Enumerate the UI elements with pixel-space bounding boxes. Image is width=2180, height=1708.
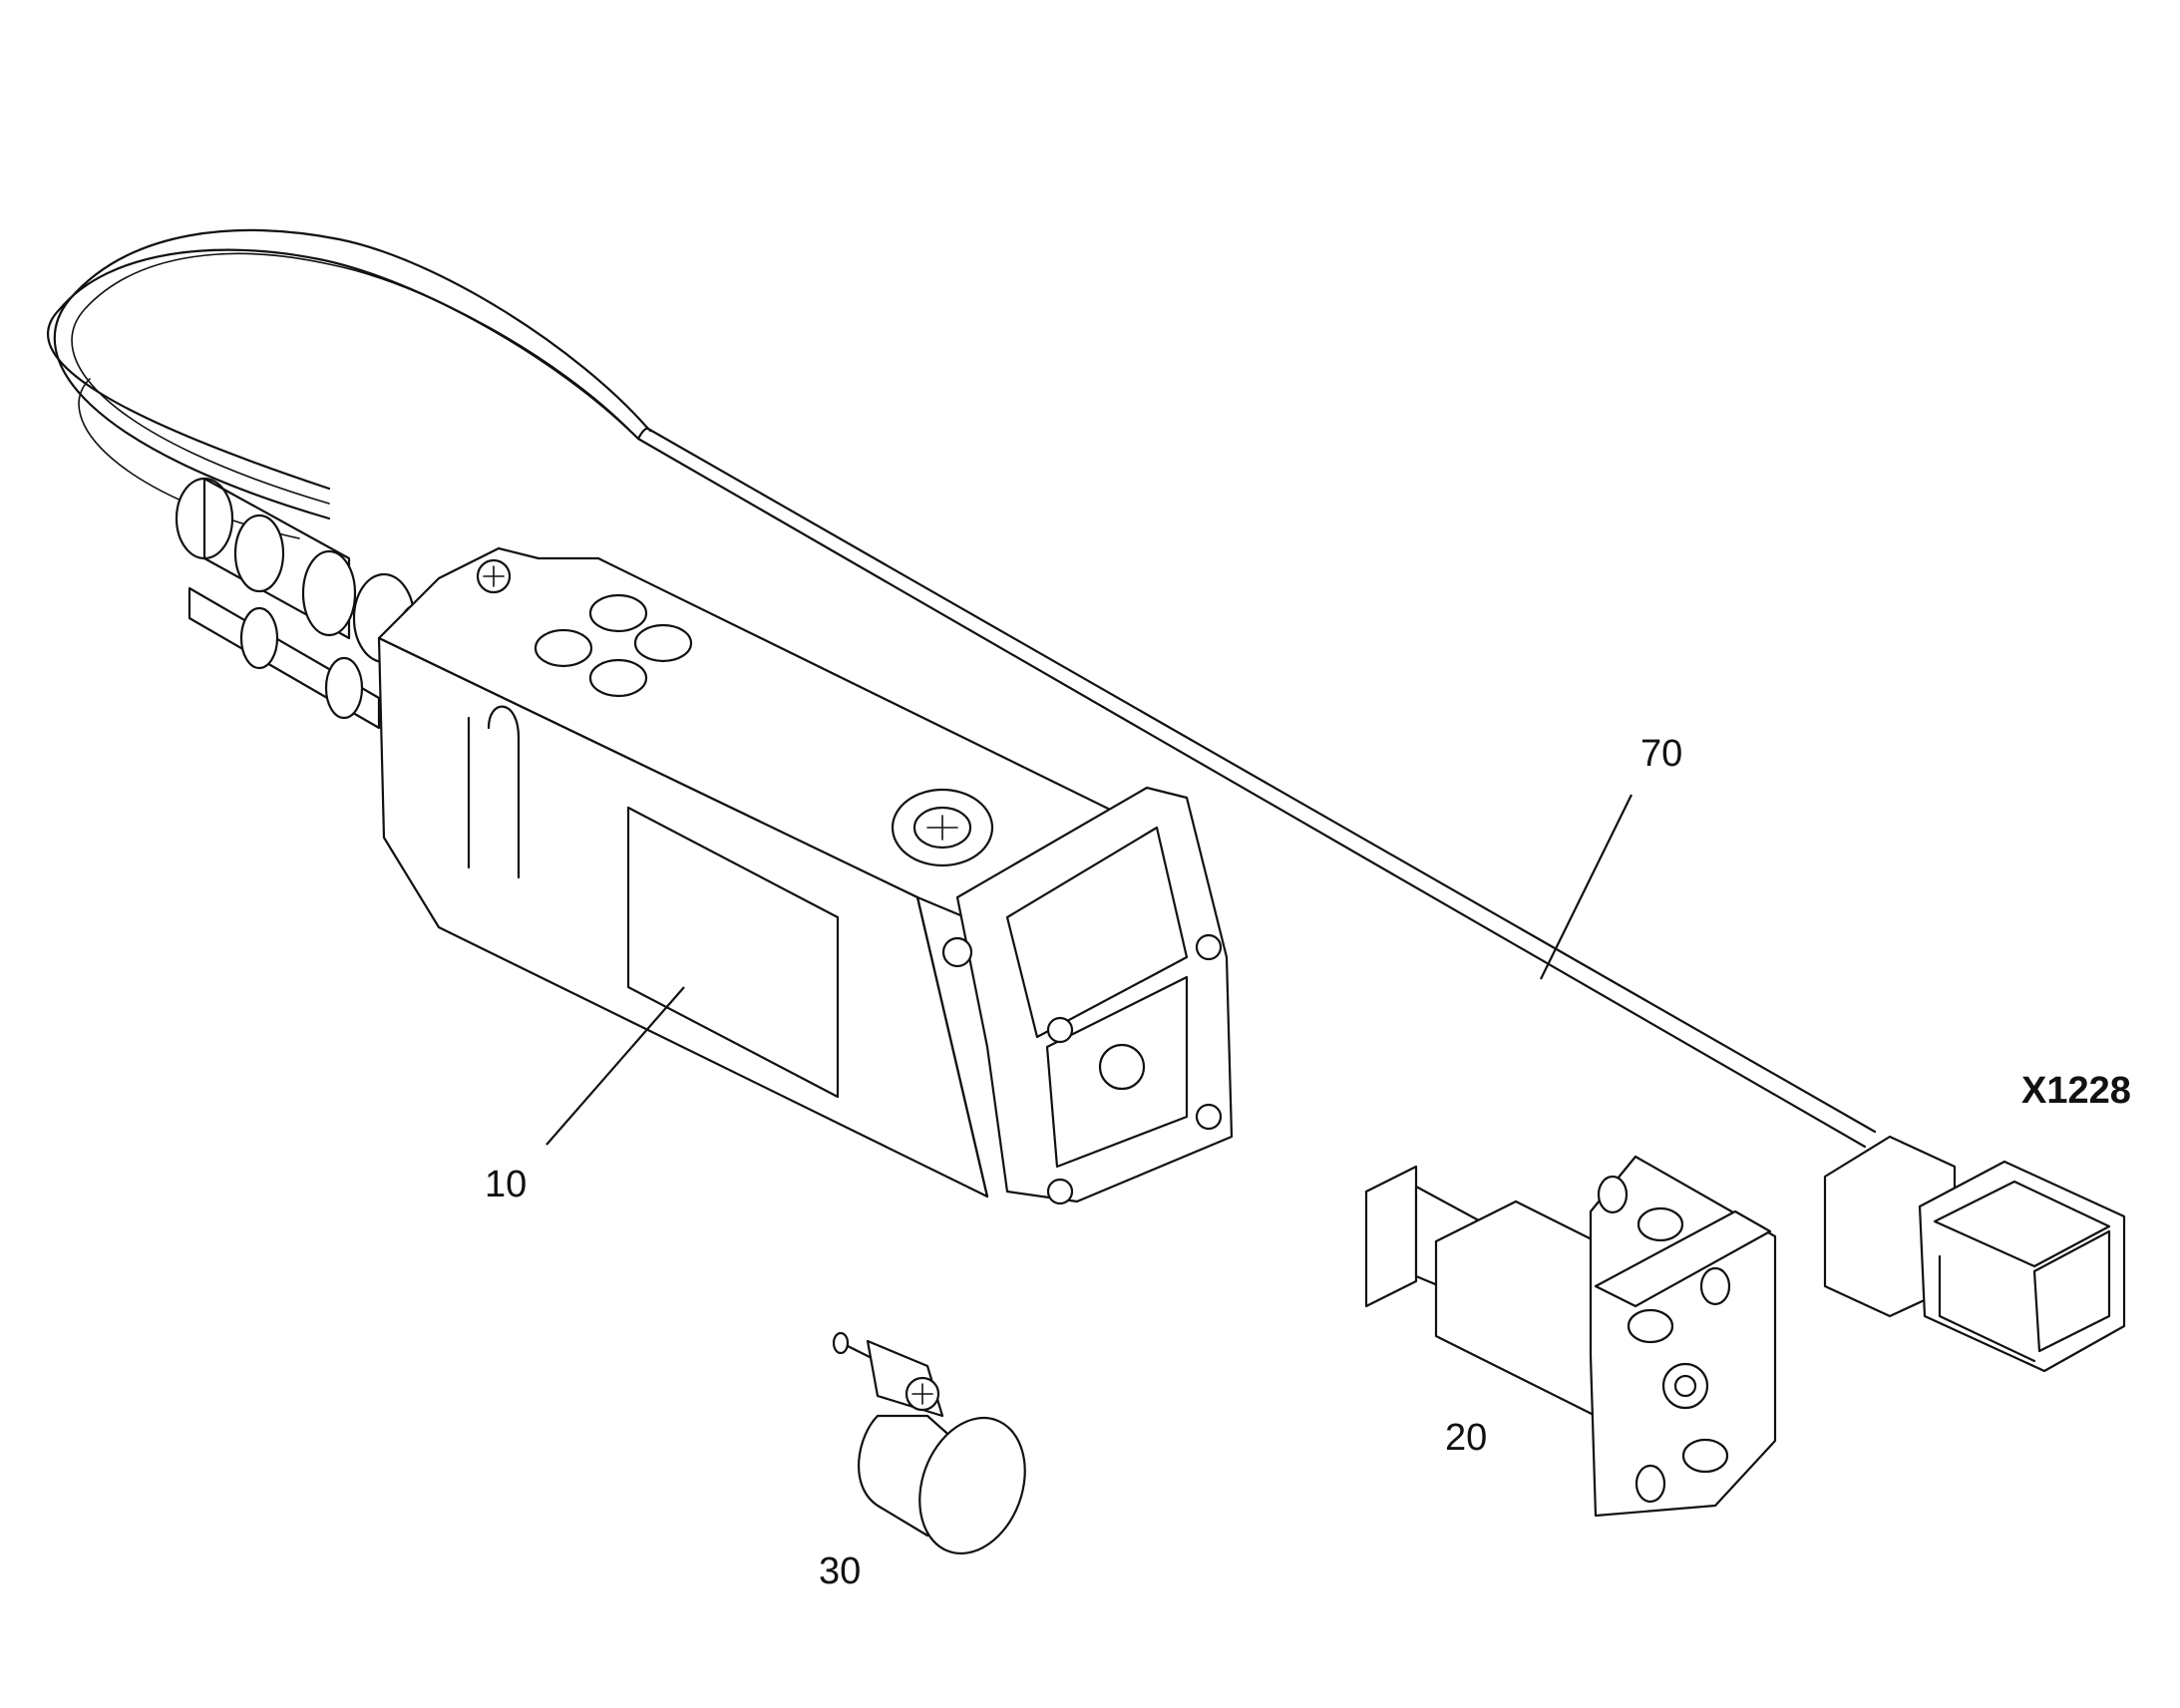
- leader-lines: [545, 794, 1633, 1146]
- callout-70: 70: [1640, 733, 1683, 775]
- knob-30: [832, 1331, 1026, 1555]
- callout-10: 10: [485, 1164, 528, 1205]
- actuator-20: [1364, 1155, 1777, 1518]
- leader-70: [1540, 794, 1633, 980]
- safety-switch-10: [377, 546, 1234, 1205]
- connector-x1228: [1823, 1135, 2126, 1373]
- connector-reference-label: X1228: [2021, 1070, 2131, 1112]
- cable-70: [47, 228, 1877, 1149]
- callout-20: 20: [1445, 1417, 1488, 1459]
- leader-10: [545, 986, 685, 1146]
- callout-30: 30: [819, 1550, 862, 1592]
